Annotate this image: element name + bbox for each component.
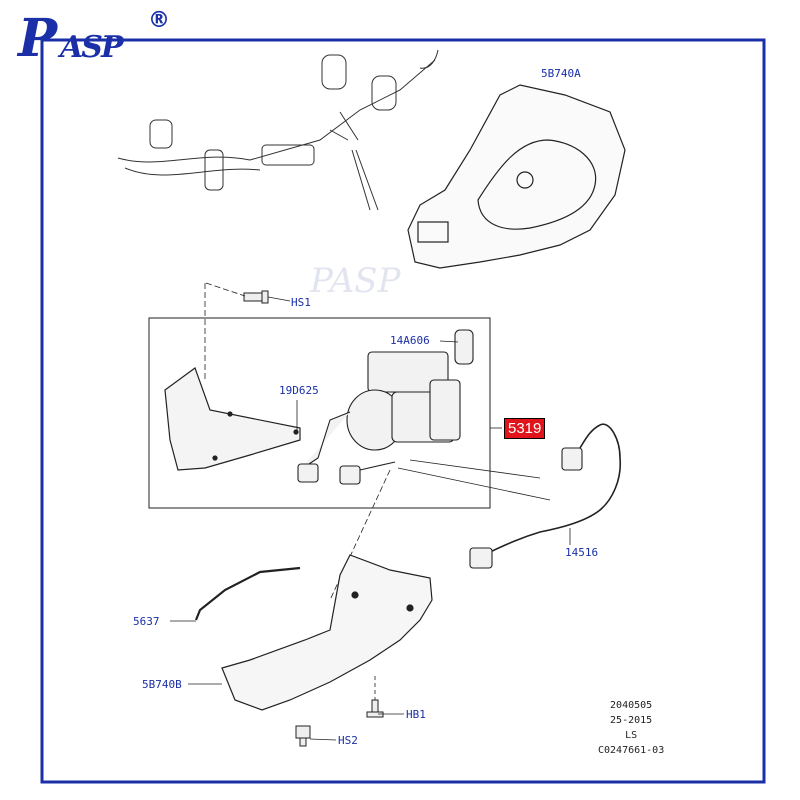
label-14516: 14516: [565, 546, 599, 559]
bolt-hs1: [243, 290, 269, 304]
bolt-hb1: [366, 699, 384, 718]
registered-mark: ®: [148, 8, 170, 33]
bracket-19d625: [164, 367, 301, 471]
reference-line-4: C0247661-03: [598, 745, 665, 756]
label-hb1: HB1: [406, 708, 426, 721]
label-5637: 5637: [133, 615, 160, 628]
reference-line-2: 25-2015: [610, 715, 653, 726]
compressor-assembly: [297, 329, 474, 485]
label-5b740b: 5B740B: [142, 678, 182, 691]
bolt-hs2: [295, 725, 311, 747]
leader-14a606: [439, 340, 459, 343]
inset-box: [148, 317, 491, 509]
upper-cover-5b740a: [407, 84, 626, 269]
harness-14516: [469, 423, 622, 569]
leader-hs2: [309, 738, 337, 741]
logo-letter: P: [18, 8, 57, 69]
watermark: PASP: [309, 261, 402, 301]
label-19d625: 19D625: [279, 384, 319, 397]
label-hs1: HS1: [291, 296, 311, 309]
brand-logo: P ASP: [18, 8, 178, 76]
leader-hs1: [267, 296, 291, 302]
logo-word: ASP: [60, 30, 123, 65]
page-frame: [40, 38, 766, 784]
leader-inset: [397, 459, 551, 501]
label-hs2: HS2: [338, 734, 358, 747]
label-14a606: 14A606: [390, 334, 430, 347]
dashed-assembly-line: [204, 282, 246, 380]
lower-cover-5b740b: [221, 554, 433, 711]
label-5b740a: 5B740A: [541, 67, 581, 80]
reference-line-1: 2040505: [610, 700, 653, 711]
diagram-reference-block: 2040505 25-2015 LS C0247661-03: [598, 698, 664, 758]
reference-line-3: LS: [625, 730, 638, 741]
pipe-5637: [194, 566, 301, 621]
highlight-part-badge: 5319: [504, 418, 546, 439]
suspension-system-sketch: [117, 49, 439, 211]
